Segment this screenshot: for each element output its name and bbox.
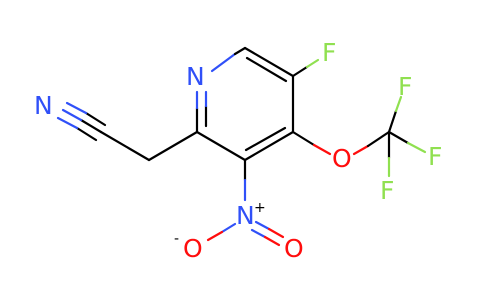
bond-c5-f — [291, 65, 309, 78]
bond-n-o-right-2b — [263, 235, 281, 247]
bond-c4-c3 — [243, 130, 295, 162]
bond-c6-c5-inner — [245, 56, 288, 83]
bond-c-f-top-b — [394, 95, 403, 113]
bond-triple-3n — [65, 101, 88, 115]
bond-o-c-b — [366, 130, 391, 148]
atom-f-cf3-right: F — [428, 142, 442, 171]
bond-c4-o — [291, 130, 316, 147]
atom-f-ring: F — [322, 38, 336, 67]
atom-f-cf3-top: F — [398, 72, 412, 101]
atom-f-cf3-bottom: F — [380, 176, 394, 205]
bond-c4-c3-inner — [244, 126, 287, 152]
bond-n-o-left-b — [206, 230, 224, 242]
pyridine-ring — [195, 46, 295, 162]
bond-triple-1n — [61, 108, 83, 122]
atom-o-nitro-left: O — [183, 234, 203, 263]
bond-c2-ch2 — [147, 130, 199, 162]
bond-n1-c6-b — [233, 46, 247, 56]
bond-triple-2n — [56, 116, 79, 130]
bond-c3-c2 — [195, 130, 247, 162]
bond-c-f-top — [387, 109, 398, 134]
atom-n-ring: N — [186, 62, 205, 91]
bond-c-f-right — [387, 130, 410, 145]
bond-n-o-right-2 — [250, 228, 267, 239]
bond-c6-c5 — [243, 46, 295, 78]
charge-n-nitro: + — [254, 200, 266, 216]
charge-o-nitro-left: - — [174, 231, 179, 247]
bond-n-o-right — [254, 220, 271, 231]
atom-n-nitrile: N — [34, 91, 53, 120]
bond-triple-1 — [79, 118, 103, 134]
bond-ch2-cn — [99, 130, 151, 162]
atom-n-nitro: N — [236, 201, 255, 230]
bond-c5-f-b — [305, 58, 320, 69]
atom-o-ether: O — [332, 144, 352, 173]
atom-o-nitro-right: O — [284, 234, 304, 263]
bond-c-f-right-b — [406, 141, 427, 154]
bond-o-c — [352, 144, 370, 156]
bond-triple-3 — [84, 111, 107, 127]
bond-n-o-right-b — [267, 227, 285, 239]
bond-n1-c6 — [210, 52, 237, 73]
bond-triple-2 — [75, 126, 98, 142]
bond-n-o-left — [220, 222, 237, 234]
bond-c4-o-b — [312, 143, 332, 156]
